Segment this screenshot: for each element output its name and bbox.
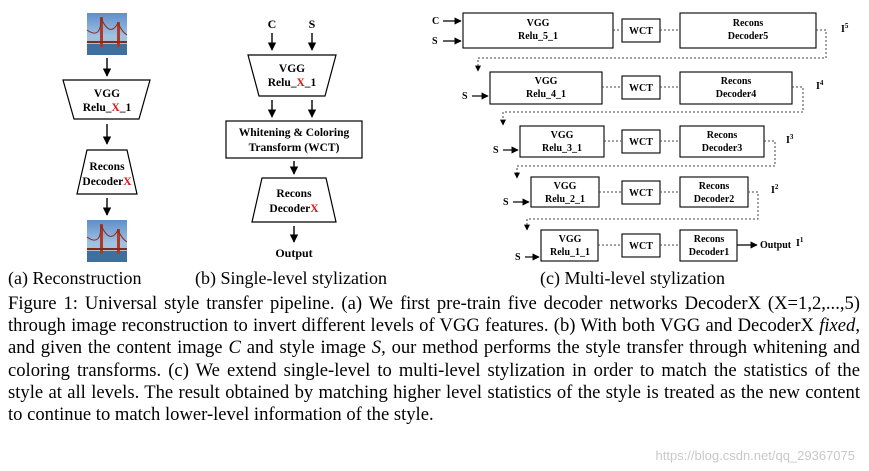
caption-text-1: Figure 1: Universal style transfer pipel… bbox=[8, 293, 860, 337]
relu-label-3: Relu_3_1 bbox=[542, 143, 582, 154]
vgg-label-5: VGG bbox=[527, 18, 550, 29]
caption-text-3: and style image bbox=[240, 337, 372, 359]
wct-label-1: WCT bbox=[629, 241, 653, 252]
vgg-label-2: VGG bbox=[554, 181, 577, 192]
input-c-label-b: C bbox=[268, 17, 277, 31]
i2-label: I2 bbox=[771, 183, 779, 196]
output-label-b: Output bbox=[275, 246, 312, 260]
panel-a: VGG Relu_X_1 Recons DecoderX bbox=[62, 13, 151, 262]
vgg-label-b: VGG bbox=[279, 63, 305, 75]
level-3: S VGG Relu_3_1 WCT Recons Decoder3 I3 bbox=[493, 125, 794, 179]
i3-label: I3 bbox=[786, 133, 794, 146]
recons-box-3 bbox=[679, 125, 765, 158]
wct-line1-b: Whitening & Coloring bbox=[239, 127, 350, 139]
input-c-label-c: C bbox=[432, 16, 439, 27]
vgg-label-3: VGG bbox=[551, 130, 574, 141]
caption-panel-b: (b) Single-level stylization bbox=[195, 268, 387, 289]
caption-fixed: fixed bbox=[819, 315, 856, 337]
caption-text-2: , and given the content image bbox=[8, 315, 860, 359]
recons-label-a: Recons bbox=[89, 161, 125, 173]
s-label-2: S bbox=[503, 197, 509, 208]
recons-box-1 bbox=[679, 229, 738, 262]
wct-label-3: WCT bbox=[629, 137, 653, 148]
wct-box-b bbox=[225, 120, 363, 159]
output-label-c: Output bbox=[760, 240, 792, 251]
decoder-x-label-b: DecoderX bbox=[269, 203, 319, 215]
vgg-label-4: VGG bbox=[535, 76, 558, 87]
caption-c: C bbox=[228, 337, 241, 359]
decoder-label-3: Decoder3 bbox=[702, 143, 743, 154]
recons-box-2 bbox=[679, 176, 749, 208]
panel-c: C S VGG Relu_5_1 WCT Recons Decoder5 I5 … bbox=[432, 12, 849, 263]
i5-label: I5 bbox=[841, 22, 849, 35]
recons-label-4: Recons bbox=[721, 76, 752, 87]
vgg-encoder-a bbox=[62, 79, 151, 120]
level-5: S VGG Relu_5_1 WCT Recons Decoder5 I5 bbox=[432, 12, 849, 72]
wct-label-5: WCT bbox=[629, 26, 653, 37]
wct-label-4: WCT bbox=[629, 83, 653, 94]
decoder-b bbox=[251, 177, 337, 223]
s-label-4: S bbox=[462, 91, 468, 102]
caption-panel-c: (c) Multi-level stylization bbox=[540, 268, 725, 289]
figure-diagram: VGG Relu_X_1 Recons DecoderX C S VGG Rel… bbox=[8, 12, 849, 289]
caption-panel-a: (a) Reconstruction bbox=[8, 268, 141, 289]
panel-b: C S VGG Relu_X_1 Whitening & Coloring Tr… bbox=[225, 17, 363, 260]
caption-s: S bbox=[371, 337, 382, 359]
vgg-box-3 bbox=[519, 125, 605, 158]
relu-x-label-a: Relu_X_1 bbox=[83, 102, 132, 114]
caption-text-4: , our method performs the style transfer… bbox=[8, 337, 860, 426]
recons-label-3: Recons bbox=[707, 130, 738, 141]
decoder-x-label-a: DecoderX bbox=[82, 176, 132, 188]
relu-label-4: Relu_4_1 bbox=[526, 89, 566, 100]
decoder-label-4: Decoder4 bbox=[716, 89, 757, 100]
recons-label-5: Recons bbox=[733, 18, 764, 29]
i1-label: I1 bbox=[796, 236, 804, 249]
decoder-label-1: Decoder1 bbox=[689, 247, 730, 258]
input-s-label-c: S bbox=[432, 36, 438, 47]
wct-label-2: WCT bbox=[629, 188, 653, 199]
bridge-photo-input bbox=[86, 13, 128, 55]
recons-box-5 bbox=[679, 12, 817, 49]
level-1: S VGG Relu_1_1 WCT Recons Decoder1 Outpu… bbox=[515, 229, 804, 263]
level-2: S VGG Relu_2_1 WCT Recons Decoder2 I2 bbox=[503, 176, 779, 231]
vgg-box-4 bbox=[489, 71, 603, 105]
input-s-label-b: S bbox=[309, 17, 316, 31]
watermark: https://blog.csdn.net/qq_29367075 bbox=[655, 448, 856, 463]
relu-x-label-b: Relu_X_1 bbox=[268, 77, 317, 89]
relu-label-5: Relu_5_1 bbox=[518, 31, 558, 42]
level-4: S VGG Relu_4_1 WCT Recons Decoder4 I4 bbox=[462, 71, 824, 126]
decoder-label-2: Decoder2 bbox=[694, 194, 735, 205]
vgg-box-5 bbox=[462, 12, 614, 49]
bridge-photo-output bbox=[86, 220, 128, 262]
vgg-encoder-b bbox=[247, 54, 337, 97]
relu-label-2: Relu_2_1 bbox=[545, 194, 585, 205]
s-label-1: S bbox=[515, 252, 521, 263]
recons-box-4 bbox=[679, 71, 793, 105]
recons-label-1: Recons bbox=[694, 234, 725, 245]
decoder-a bbox=[76, 149, 138, 195]
relu-label-1: Relu_1_1 bbox=[550, 247, 590, 258]
vgg-box-1 bbox=[540, 229, 599, 262]
i4-label: I4 bbox=[816, 79, 824, 92]
vgg-label-a: VGG bbox=[94, 88, 120, 100]
vgg-box-2 bbox=[530, 176, 600, 208]
figure-caption: Figure 1: Universal style transfer pipel… bbox=[8, 293, 860, 426]
vgg-label-1: VGG bbox=[559, 234, 582, 245]
decoder-label-5: Decoder5 bbox=[728, 31, 769, 42]
wct-line2-b: Transform (WCT) bbox=[249, 142, 340, 154]
s-label-3: S bbox=[493, 145, 499, 156]
recons-label-b: Recons bbox=[276, 188, 312, 200]
recons-label-2: Recons bbox=[699, 181, 730, 192]
